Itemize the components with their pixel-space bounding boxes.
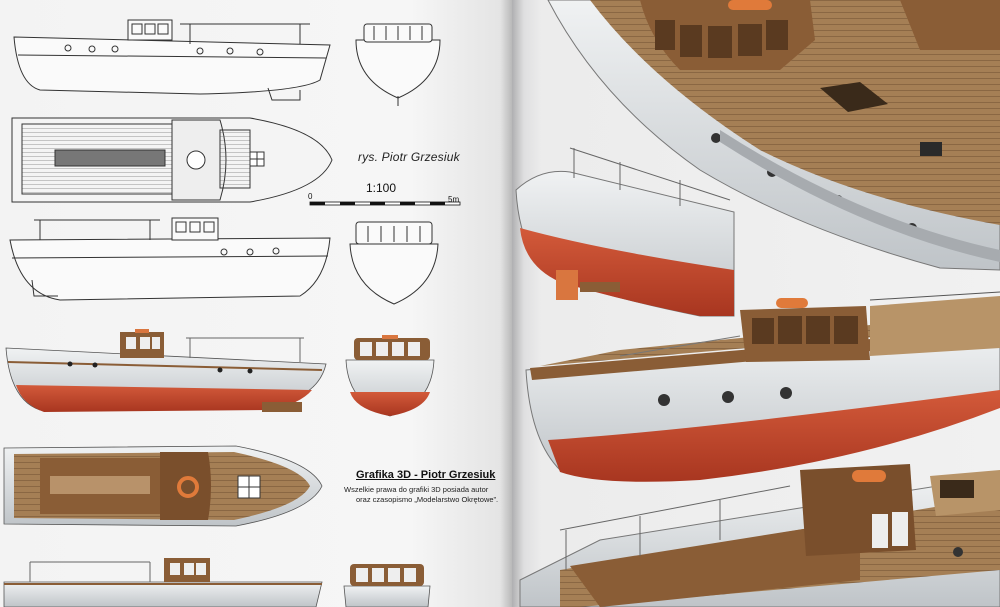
render-side-perspective bbox=[525, 291, 1000, 482]
side-view-drawing-second bbox=[9, 217, 331, 301]
copyright-line-2: oraz czasopismo „Modelarstwo Okrętowe”. bbox=[356, 495, 499, 504]
top-view-drawing bbox=[11, 117, 333, 203]
front-view-drawing-second bbox=[349, 221, 439, 305]
front-view-drawing-top bbox=[355, 23, 441, 106]
copyright-line-1: Wszelkie prawa do grafiki 3D posiada aut… bbox=[344, 485, 489, 494]
side-render-left bbox=[5, 329, 327, 412]
drawing-author-caption: rys. Piotr Grzesiuk bbox=[358, 150, 460, 164]
front-render-left bbox=[345, 335, 435, 417]
render-bottom-perspective bbox=[519, 464, 1000, 607]
scale-label: 1:100 bbox=[366, 181, 397, 195]
page-gutter bbox=[500, 0, 524, 607]
scale-start-label: 0 bbox=[308, 192, 313, 201]
top-render-left bbox=[3, 445, 323, 527]
side-render-left-bottom bbox=[3, 558, 323, 607]
front-render-left-bottom bbox=[343, 564, 431, 607]
scale-bar bbox=[309, 201, 461, 206]
render-top-deck-view bbox=[547, 0, 1000, 271]
scale-end-label: 5m bbox=[448, 195, 460, 204]
render-stern-closeup bbox=[515, 147, 735, 317]
side-view-drawing-top bbox=[13, 19, 331, 101]
graphics-credit-title: Grafika 3D - Piotr Grzesiuk bbox=[356, 469, 496, 481]
